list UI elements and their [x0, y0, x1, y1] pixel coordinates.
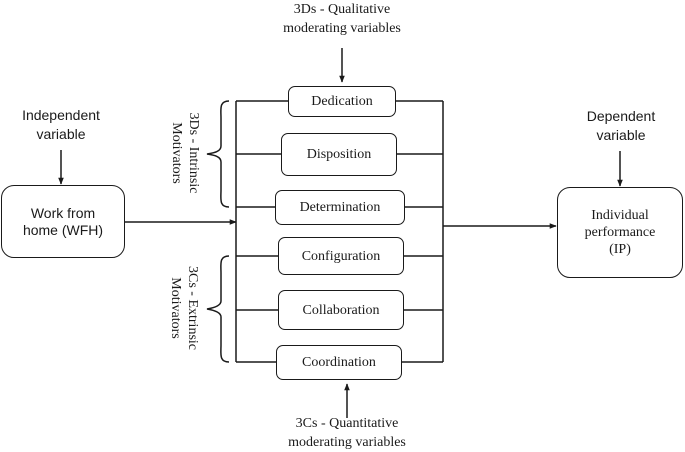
moderator-disposition: Disposition	[281, 133, 397, 176]
independent-label-line2: variable	[36, 126, 86, 142]
brace-3cs	[206, 255, 230, 363]
bottom-moderating-label: 3Cs - Quantitative moderating variables	[262, 414, 432, 452]
ip-line3: (IP)	[609, 242, 631, 257]
ip-line1: Individual	[591, 208, 649, 223]
group-3ds-line2: Motivators	[169, 122, 184, 184]
bottom-label-line2: moderating variables	[288, 435, 406, 450]
group-3ds-label: 3Ds - Intrinsic Motivators	[166, 93, 202, 213]
dependent-label-line2: variable	[596, 127, 646, 143]
ip-box: Individual performance (IP)	[557, 187, 683, 278]
wfh-line1: Work from	[30, 204, 96, 221]
dependent-label-line1: Dependent	[586, 108, 656, 124]
group-3cs-line1: 3Cs - Extrinsic	[185, 266, 200, 350]
moderator-collaboration: Collaboration	[278, 290, 404, 330]
top-moderating-label: 3Ds - Qualitative moderating variables	[262, 0, 422, 38]
brace-3ds	[206, 100, 230, 208]
group-3cs-line2: Motivators	[168, 277, 183, 339]
dependent-variable-label: Dependent variable	[565, 107, 677, 145]
top-label-line2: moderating variables	[283, 21, 401, 36]
moderator-coordination: Coordination	[276, 345, 402, 380]
moderator-determination: Determination	[275, 190, 405, 225]
independent-label-line1: Independent	[22, 107, 100, 123]
independent-variable-label: Independent variable	[2, 106, 120, 144]
wfh-box: Work from home (WFH)	[1, 185, 125, 258]
top-label-line1: 3Ds - Qualitative	[293, 2, 391, 17]
moderator-dedication: Dedication	[288, 86, 396, 117]
group-3cs-label: 3Cs - Extrinsic Motivators	[165, 243, 201, 373]
moderator-configuration: Configuration	[278, 237, 404, 275]
ip-line2: performance	[584, 225, 656, 240]
bottom-label-line1: 3Cs - Quantitative	[295, 416, 399, 431]
group-3ds-line1: 3Ds - Intrinsic	[186, 112, 201, 194]
wfh-line2: home (WFH)	[22, 221, 104, 238]
